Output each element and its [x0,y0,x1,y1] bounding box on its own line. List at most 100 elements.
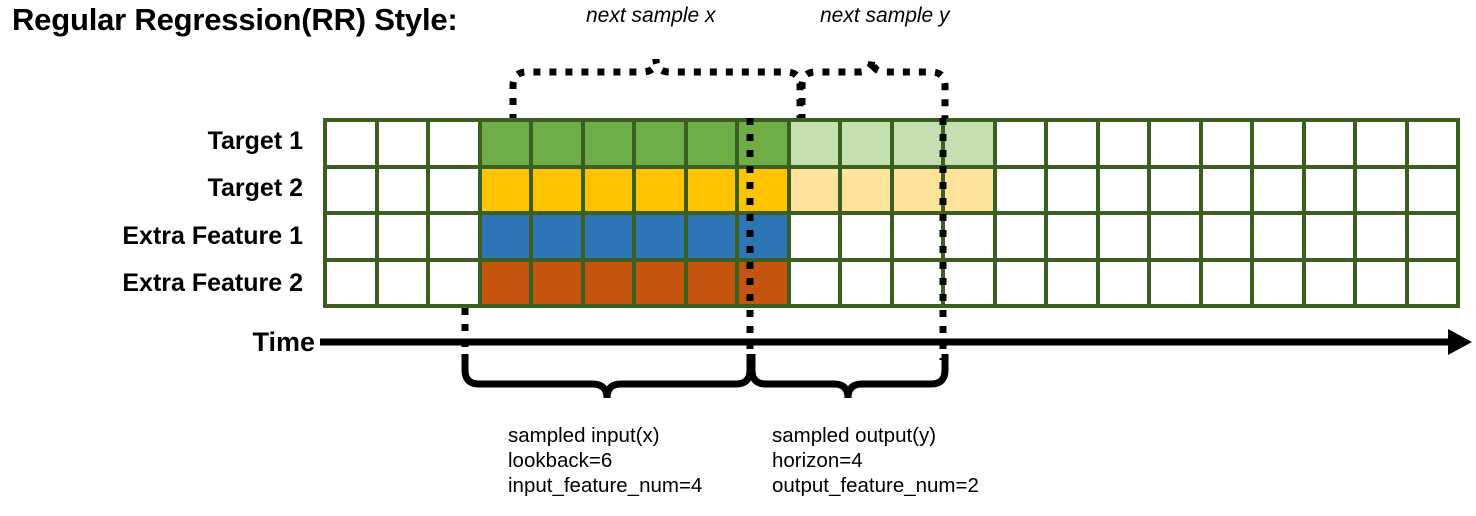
grid-cell-r3-c7 [636,215,684,258]
grid-cell-r3-c3 [430,215,478,258]
grid-cell-r2-c8 [687,168,735,211]
caption-input-lookback: lookback=6 [508,449,613,472]
grid-cell-r2-c4 [481,168,529,211]
grid-cell-r1-c8 [687,122,735,165]
time-axis-label: Time [252,327,315,357]
grid-cell-r1-c12 [893,122,941,165]
grid-cell-r4-c8 [687,261,735,304]
grid-cell-r4-c7 [636,261,684,304]
grid-cell-r4-c15 [1048,261,1096,304]
grid-cell-r2-c12 [893,168,941,211]
grid-cell-r1-c7 [636,122,684,165]
grid-cell-r1-c10 [790,122,838,165]
grid-cell-r3-c15 [1048,215,1096,258]
grid-cell-r2-c14 [996,168,1044,211]
grid-cell-r3-c16 [1099,215,1147,258]
grid-cell-r3-c20 [1305,215,1353,258]
grid-cell-r2-c18 [1202,168,1250,211]
grid-cell-r4-c18 [1202,261,1250,304]
grid-cell-r3-c13 [945,215,993,258]
grid-cell-r4-c4 [481,261,529,304]
grid-cell-r1-c9 [739,122,787,165]
bottom-braces [461,354,949,399]
grid-cell-r4-c12 [893,261,941,304]
grid-cell-r2-c3 [430,168,478,211]
grid-cell-r4-c17 [1151,261,1199,304]
grid-cell-r2-c16 [1099,168,1147,211]
grid-cell-r1-c18 [1202,122,1250,165]
grid-cell-r4-c20 [1305,261,1353,304]
grid-cell-r1-c22 [1408,122,1456,165]
grid-cell-r1-c6 [584,122,632,165]
grid-cell-r4-c16 [1099,261,1147,304]
grid-cell-r1-c21 [1357,122,1405,165]
grid-cell-r1-c14 [996,122,1044,165]
grid-cell-r3-c1 [327,215,375,258]
grid-cell-r1-c1 [327,122,375,165]
grid-cell-r1-c20 [1305,122,1353,165]
grid-cell-r4-c1 [327,261,375,304]
grid-cell-r3-c14 [996,215,1044,258]
grid-cell-r3-c2 [378,215,426,258]
grid-cell-r3-c19 [1254,215,1302,258]
grid-cell-r2-c10 [790,168,838,211]
grid-cell-r1-c2 [378,122,426,165]
page-title: Regular Regression(RR) Style: [12,2,458,37]
grid-cell-r2-c7 [636,168,684,211]
caption-input-feature-num: input_feature_num=4 [508,474,703,497]
time-axis-arrow [320,329,1472,355]
grid-cell-r1-c13 [945,122,993,165]
grid-cell-r2-c2 [378,168,426,211]
grid-cell-r3-c12 [893,215,941,258]
row-label-target-1: Target 1 [207,127,303,155]
grid-cell-r2-c21 [1357,168,1405,211]
grid-cell-r2-c5 [533,168,581,211]
caption-sampled-input: sampled input(x) lookback=6 input_featur… [508,423,702,498]
caption-input-title: sampled input(x) [508,424,660,447]
grid-cell-r2-c19 [1254,168,1302,211]
grid-cell-r1-c17 [1151,122,1199,165]
grid-cell-r2-c1 [327,168,375,211]
caption-output-horizon: horizon=4 [772,449,863,472]
grid-cell-r4-c5 [533,261,581,304]
caption-output-feature-num: output_feature_num=2 [772,474,979,497]
annotation-next-sample-x: next sample x [586,4,716,27]
grid-cell-r2-c13 [945,168,993,211]
grid-cell-r4-c11 [842,261,890,304]
row-label-column: Target 1 Target 2 Extra Feature 1 Extra … [0,118,313,308]
caption-output-title: sampled output(y) [772,424,937,447]
grid-cell-r3-c4 [481,215,529,258]
grid-cell-r4-c21 [1357,261,1405,304]
timeseries-grid [323,118,1460,308]
grid-cell-r4-c22 [1408,261,1456,304]
annotation-next-sample-y: next sample y [820,4,950,27]
grid-cell-r3-c6 [584,215,632,258]
grid-cell-r1-c19 [1254,122,1302,165]
grid-cell-r3-c22 [1408,215,1456,258]
grid-cell-r3-c17 [1151,215,1199,258]
grid-cell-r1-c11 [842,122,890,165]
grid-cell-r2-c15 [1048,168,1096,211]
grid-cell-r3-c8 [687,215,735,258]
grid-cell-r4-c2 [378,261,426,304]
grid-cell-r3-c5 [533,215,581,258]
grid-cell-r4-c13 [945,261,993,304]
grid-cell-r2-c20 [1305,168,1353,211]
grid-cell-r1-c15 [1048,122,1096,165]
grid-cell-r2-c22 [1408,168,1456,211]
grid-cell-r2-c11 [842,168,890,211]
grid-cell-r4-c14 [996,261,1044,304]
grid-cell-r4-c19 [1254,261,1302,304]
row-label-target-2: Target 2 [207,174,303,202]
grid-cell-r1-c3 [430,122,478,165]
grid-cell-r3-c10 [790,215,838,258]
grid-cell-r4-c6 [584,261,632,304]
top-dotted-braces [509,58,949,121]
grid-cell-r4-c10 [790,261,838,304]
row-label-extra-feature-1: Extra Feature 1 [122,222,303,250]
grid-cell-r4-c3 [430,261,478,304]
grid-cell-r2-c6 [584,168,632,211]
grid-cell-r1-c16 [1099,122,1147,165]
caption-sampled-output: sampled output(y) horizon=4 output_featu… [772,423,979,498]
